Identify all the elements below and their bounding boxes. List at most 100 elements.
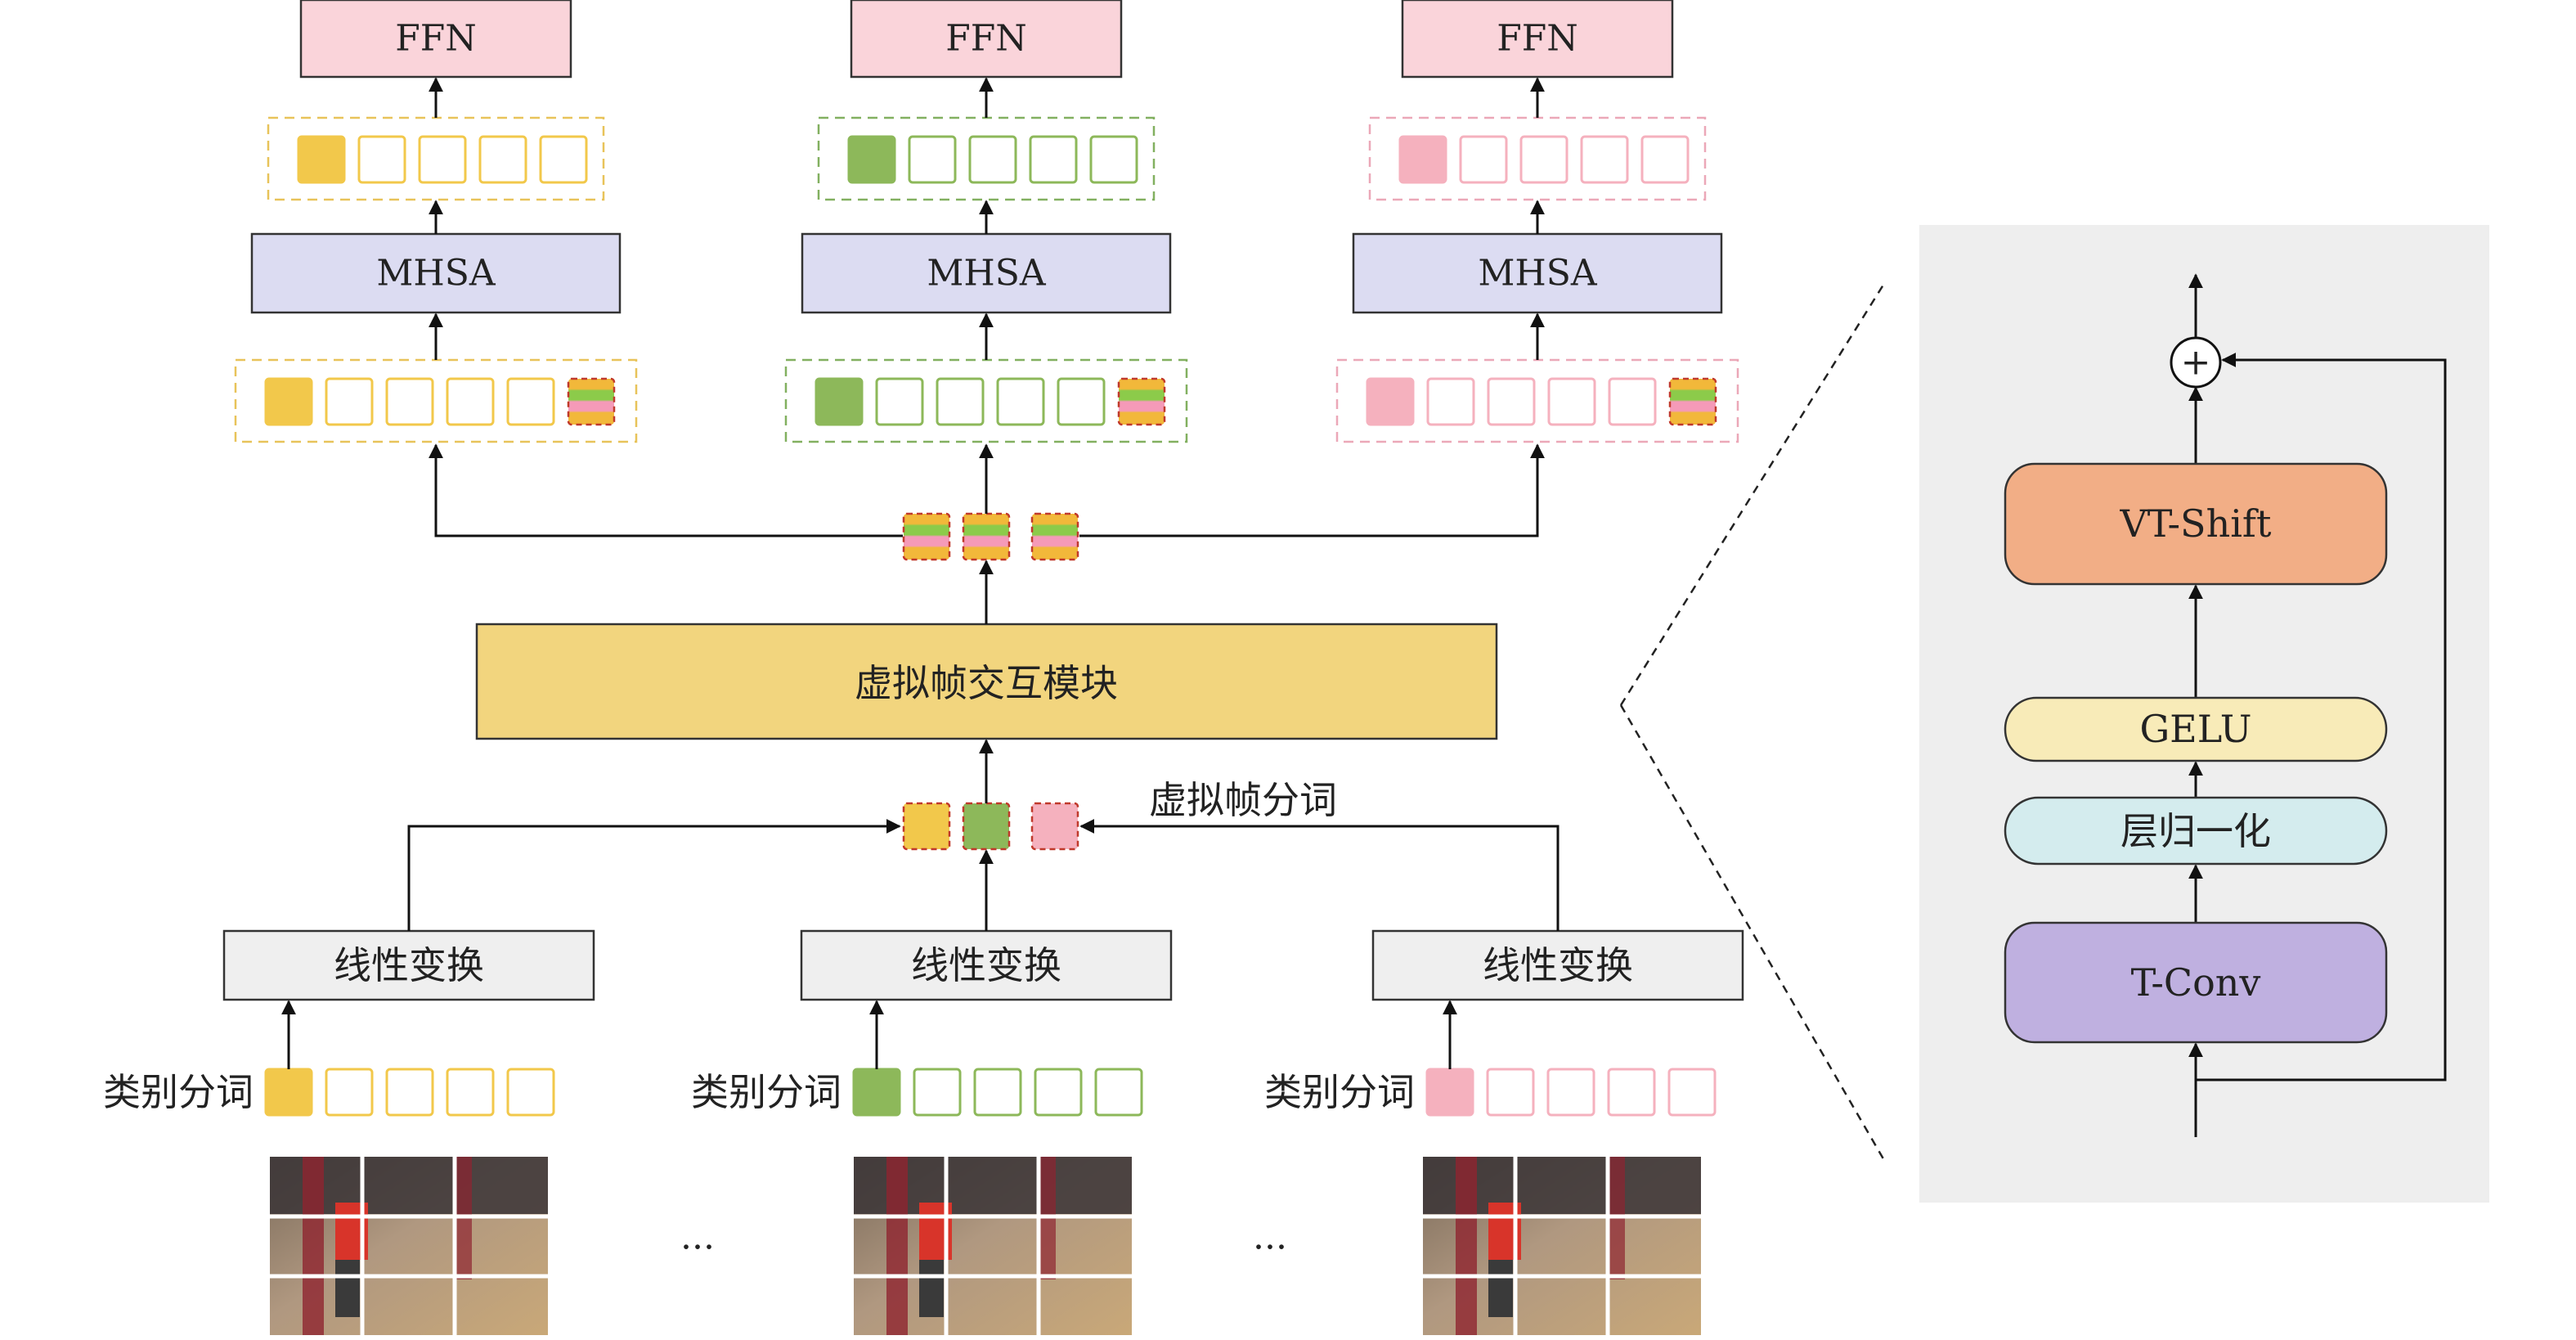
bowler-legs bbox=[919, 1260, 944, 1317]
output-patch-token bbox=[478, 135, 527, 184]
virtual-frame-token bbox=[1030, 802, 1079, 851]
interaction-module-box bbox=[475, 623, 1498, 740]
ffn-box bbox=[850, 0, 1123, 79]
class-token-label: 类别分词 bbox=[1264, 1070, 1415, 1114]
ellipsis-left: ... bbox=[680, 1216, 715, 1258]
input-patch-token bbox=[996, 377, 1045, 426]
patch-token bbox=[325, 1068, 374, 1117]
input-patch-token bbox=[1487, 377, 1536, 426]
patch-token bbox=[1607, 1068, 1656, 1117]
vt-shift-block bbox=[2004, 462, 2388, 586]
output-patch-token bbox=[1459, 135, 1508, 184]
connector-mixed-to-column1 bbox=[429, 443, 903, 537]
patch-token bbox=[1546, 1068, 1595, 1117]
ffn-label: FFN bbox=[945, 18, 1027, 60]
interacted-virtual-token bbox=[1030, 512, 1079, 561]
output-patch-token bbox=[1580, 135, 1629, 184]
class-token-label: 类别分词 bbox=[691, 1070, 841, 1114]
video-frame-image bbox=[1423, 1157, 1701, 1335]
mixed-virtual-token bbox=[567, 377, 616, 426]
patch-token bbox=[1034, 1068, 1083, 1117]
connector-mixed-to-column3 bbox=[1079, 443, 1545, 537]
frame-pillar bbox=[886, 1157, 908, 1335]
input-class-token bbox=[815, 377, 864, 426]
input-patch-token bbox=[875, 377, 924, 426]
class-token bbox=[264, 1068, 313, 1117]
patch-token bbox=[973, 1068, 1022, 1117]
input-patch-token bbox=[385, 377, 434, 426]
virtual-frame-token bbox=[902, 802, 951, 851]
video-frame-image bbox=[854, 1157, 1132, 1335]
mixed-virtual-token bbox=[1117, 377, 1166, 426]
virtual-token-label: 虚拟帧分词 bbox=[1149, 778, 1337, 822]
input-patch-token bbox=[1547, 377, 1596, 426]
video-frame-image bbox=[270, 1157, 548, 1335]
input-patch-token bbox=[1608, 377, 1657, 426]
linear-transform-label: 线性变换 bbox=[1483, 943, 1633, 987]
output-patch-token bbox=[1089, 135, 1138, 184]
patch-token bbox=[913, 1068, 962, 1117]
interaction-module-label: 虚拟帧交互模块 bbox=[855, 661, 1118, 705]
interacted-virtual-token bbox=[902, 512, 951, 561]
mhsa-label: MHSA bbox=[927, 253, 1047, 295]
mhsa-label: MHSA bbox=[376, 253, 496, 295]
linear-transform-label: 线性变换 bbox=[911, 943, 1061, 987]
ffn-label: FFN bbox=[1497, 18, 1578, 60]
output-patch-token bbox=[1029, 135, 1078, 184]
patch-token bbox=[1667, 1068, 1717, 1117]
input-class-token bbox=[1366, 377, 1415, 426]
input-patch-token bbox=[325, 377, 374, 426]
mhsa-label: MHSA bbox=[1478, 253, 1598, 295]
mhsa-box bbox=[1352, 232, 1723, 314]
input-patch-token bbox=[1426, 377, 1475, 426]
vt-shift-label: VT-Shift bbox=[2120, 501, 2272, 546]
output-class-token bbox=[847, 135, 896, 184]
patch-token bbox=[506, 1068, 555, 1117]
patch-token bbox=[1486, 1068, 1535, 1117]
ffn-box bbox=[299, 0, 572, 79]
output-patch-token bbox=[1519, 135, 1568, 184]
input-patch-token bbox=[446, 377, 495, 426]
output-class-token bbox=[1398, 135, 1447, 184]
class-token bbox=[852, 1068, 901, 1117]
linear-transform-box bbox=[222, 929, 595, 1001]
patch-token bbox=[446, 1068, 495, 1117]
virtual-frame-module-region: 虚拟帧交互模块 虚拟帧分词 ... ... bbox=[475, 623, 1498, 1258]
patch-token bbox=[1094, 1068, 1143, 1117]
gelu-block bbox=[2004, 696, 2388, 762]
gelu-label: GELU bbox=[2139, 707, 2251, 751]
input-patch-token bbox=[936, 377, 985, 426]
linear-transform-label: 线性变换 bbox=[334, 943, 484, 987]
transformer-columns: FFNMHSA线性变换类别分词FFNMHSA线性变换类别分词FFNMHSA线性变… bbox=[103, 0, 1744, 1335]
frame-pillar bbox=[1456, 1157, 1477, 1335]
output-patch-token bbox=[908, 135, 957, 184]
output-patch-token bbox=[968, 135, 1017, 184]
connector-linear1-to-virtual bbox=[407, 819, 901, 931]
bowler-legs bbox=[335, 1260, 360, 1317]
mhsa-box bbox=[801, 232, 1172, 314]
input-class-token bbox=[264, 377, 313, 426]
virtual-frame-token bbox=[962, 802, 1011, 851]
interacted-virtual-token bbox=[962, 512, 1011, 561]
connector-linear3-to-virtual bbox=[1079, 819, 1560, 931]
linear-transform-box bbox=[1371, 929, 1744, 1001]
output-patch-token bbox=[357, 135, 406, 184]
class-token bbox=[1425, 1068, 1474, 1117]
plus-icon: + bbox=[2181, 342, 2211, 384]
output-patch-token bbox=[1640, 135, 1690, 184]
input-patch-token bbox=[1057, 377, 1106, 426]
residual-connection bbox=[2196, 353, 2447, 1081]
residual-add-node bbox=[2170, 336, 2222, 389]
t-conv-label: T-Conv bbox=[2131, 960, 2261, 1005]
frame-pillar bbox=[303, 1157, 324, 1335]
layer-norm-label: 层归一化 bbox=[2120, 809, 2271, 853]
class-token-label: 类别分词 bbox=[103, 1070, 254, 1114]
output-patch-token bbox=[539, 135, 588, 184]
output-class-token bbox=[297, 135, 346, 184]
input-patch-token bbox=[506, 377, 555, 426]
connector-lines bbox=[281, 77, 1560, 1069]
ellipsis-right: ... bbox=[1253, 1216, 1287, 1258]
